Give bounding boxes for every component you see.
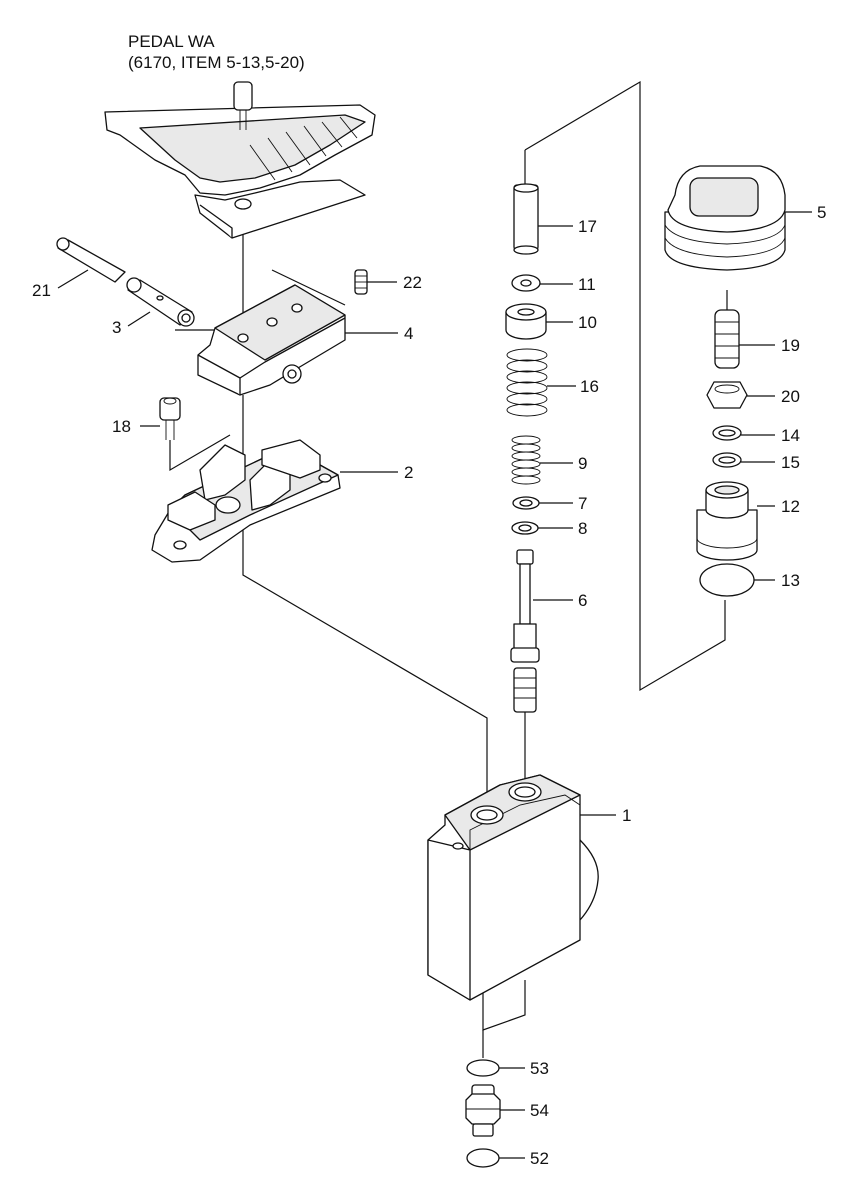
part-3-bushing <box>126 277 195 327</box>
part-8-shim <box>511 521 539 535</box>
callout-18: 18 <box>112 417 131 436</box>
part-54-adapter <box>465 1084 501 1137</box>
callout-16: 16 <box>580 377 599 396</box>
part-17-plunger <box>513 183 539 255</box>
part-21-pin <box>56 237 126 283</box>
callout-11: 11 <box>578 275 596 294</box>
part-20-nut <box>706 381 748 409</box>
part-4-bracket <box>197 284 346 396</box>
callout-13: 13 <box>781 571 800 590</box>
callout-3: 3 <box>112 318 121 337</box>
callout-53: 53 <box>530 1059 549 1078</box>
callout-10: 10 <box>578 313 597 332</box>
callout-12: 12 <box>781 497 800 516</box>
callout-17: 17 <box>578 217 597 236</box>
part-22-set-screw <box>354 269 368 295</box>
part-53-o-ring <box>466 1059 500 1077</box>
leader-lines <box>57 211 812 1159</box>
callout-9: 9 <box>578 454 587 473</box>
part-1-valve-body <box>427 774 599 1001</box>
part-11-washer <box>511 274 541 292</box>
part-14-ring <box>712 425 742 441</box>
part-15-ring <box>712 452 742 468</box>
part-10-spring-seat <box>505 303 547 340</box>
part-18-cap-screw <box>159 397 181 440</box>
callout-4: 4 <box>404 324 413 343</box>
part-12-guide <box>696 481 758 561</box>
callout-7: 7 <box>578 494 587 513</box>
callout-6: 6 <box>578 591 587 610</box>
part-9-inner-spring <box>511 435 541 485</box>
part-52-o-ring <box>466 1148 500 1168</box>
callout-15: 15 <box>781 453 800 472</box>
part-16-outer-spring <box>506 348 548 417</box>
pedal-wa-assembly <box>104 81 376 239</box>
callout-20: 20 <box>781 387 800 406</box>
diagram-title-line2: (6170, ITEM 5-13,5-20) <box>128 53 305 72</box>
part-6-spool <box>510 549 540 713</box>
part-19-push-rod <box>714 309 740 369</box>
callout-52: 52 <box>530 1149 549 1168</box>
callout-5: 5 <box>817 203 826 222</box>
callout-21: 21 <box>32 281 51 300</box>
callout-22: 22 <box>403 273 422 292</box>
callout-labels: 17 11 10 16 9 7 8 6 5 19 20 14 15 12 13 … <box>32 203 826 1168</box>
callout-19: 19 <box>781 336 800 355</box>
part-5-boot <box>664 165 786 271</box>
callout-1: 1 <box>622 806 631 825</box>
callout-14: 14 <box>781 426 800 445</box>
diagram-title-line1: PEDAL WA <box>128 32 215 51</box>
callout-2: 2 <box>404 463 413 482</box>
callout-8: 8 <box>578 519 587 538</box>
part-13-o-ring <box>699 563 755 597</box>
part-7-shim <box>512 496 540 510</box>
callout-54: 54 <box>530 1101 549 1120</box>
part-2-base-bracket <box>151 439 341 563</box>
